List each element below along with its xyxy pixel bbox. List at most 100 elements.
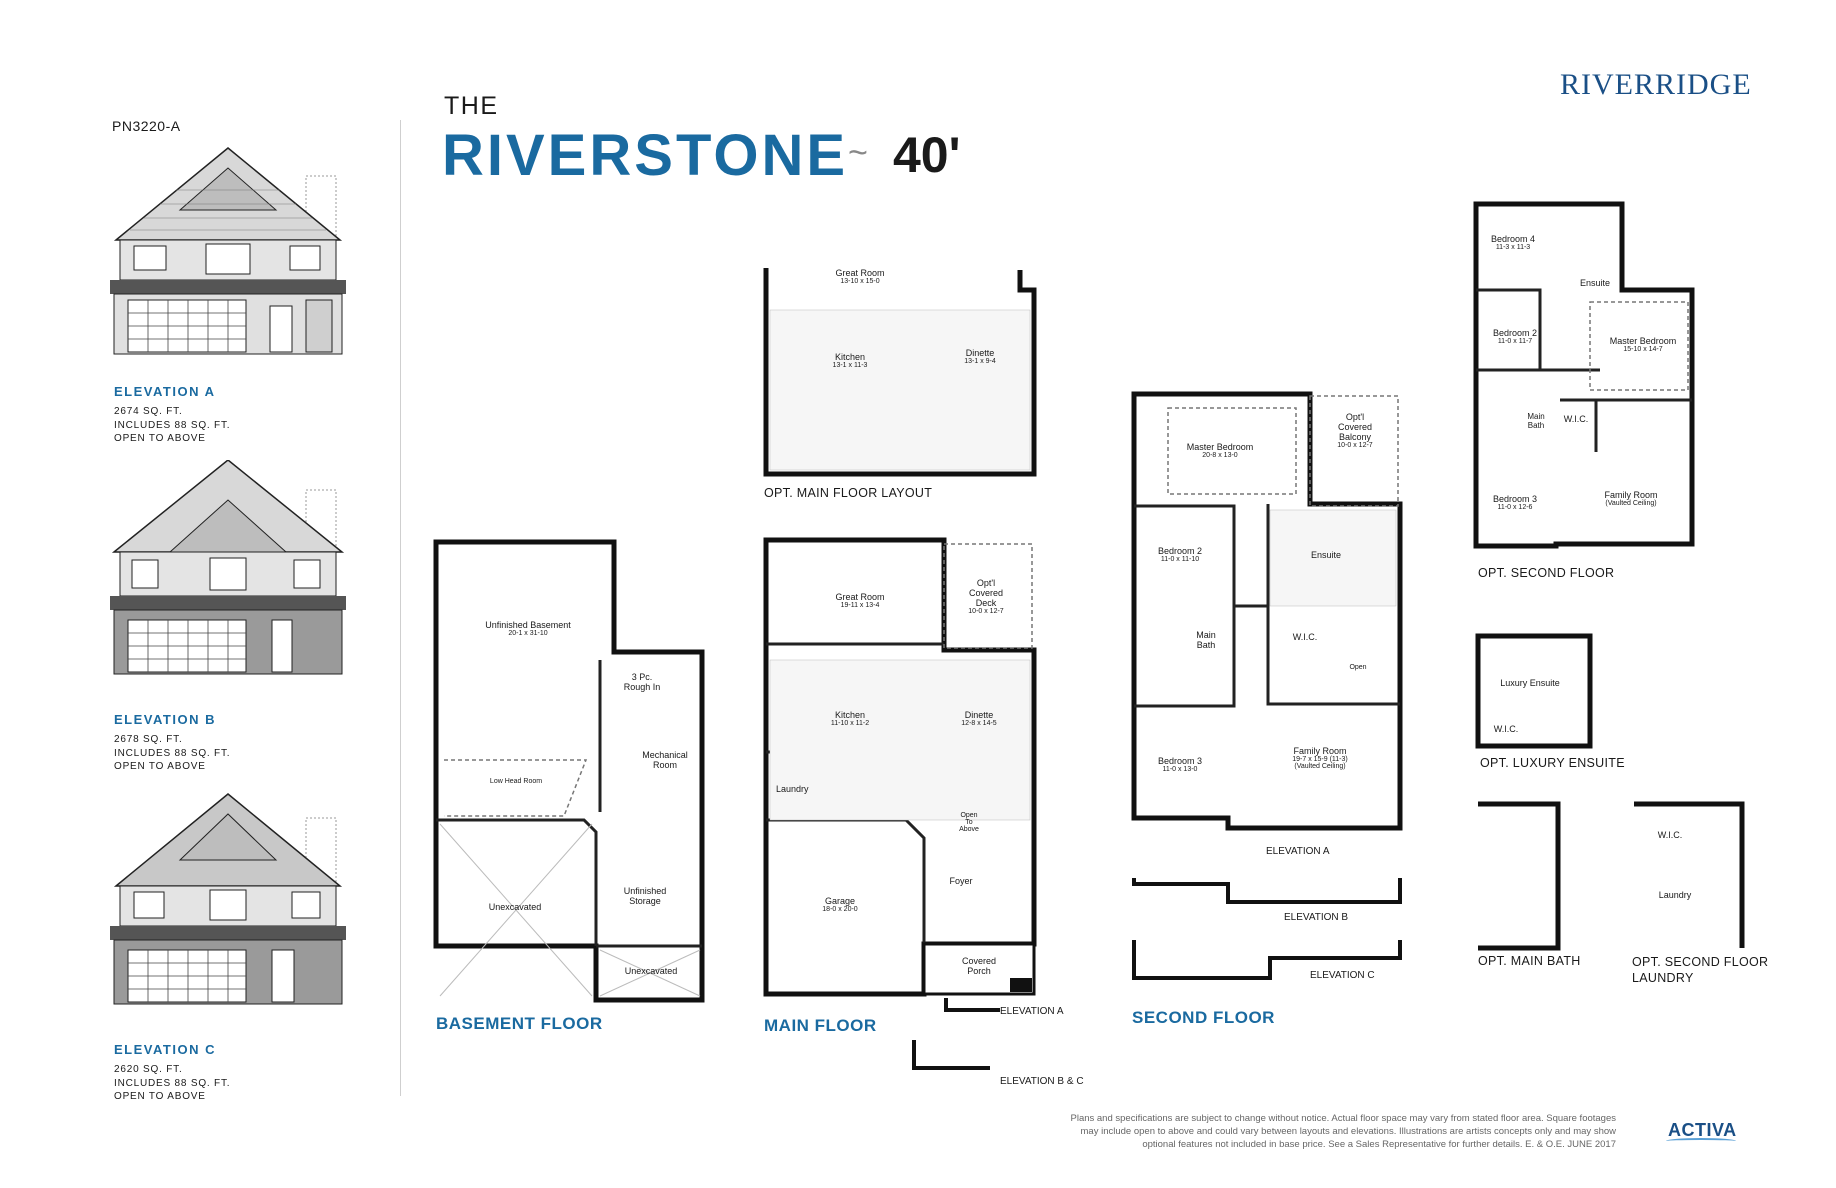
opt-master-bedroom: Master Bedroom 15-10 x 14-7 [1598, 336, 1688, 353]
rough-in-line1: 3 Pc. [631, 672, 653, 682]
main-floor-label: MAIN FLOOR [764, 1016, 877, 1035]
lot-size: 40' [893, 127, 961, 183]
unfinished-basement: Unfinished Basement 20-1 x 31-10 [468, 620, 588, 637]
opt-main-bath-line1: Main [1527, 412, 1545, 421]
bedroom-3-dim: 11-0 x 13-0 [1162, 766, 1198, 773]
opt-balcony-dim: 10-0 x 12-7 [1337, 442, 1373, 449]
opt-bedroom-3: Bedroom 3 11-0 x 12-6 [1480, 494, 1550, 511]
opt-dinette-dim: 13-1 x 9-4 [964, 358, 996, 365]
elevation-b-info: ELEVATION B 2678 SQ. FT. INCLUDES 88 SQ.… [114, 712, 344, 774]
mechanical-room: Mechanical Room [634, 750, 696, 770]
opt-wic: W.I.C. [1563, 414, 1589, 424]
opt-family-room-label: Family Room [1604, 490, 1658, 500]
porch-line2: Porch [967, 966, 991, 976]
luxury-ensuite: Luxury Ensuite [1500, 678, 1560, 688]
elevation-a-includes: INCLUDES 88 SQ. FT. [114, 419, 231, 431]
open-to-above-main: Open To Above [944, 812, 994, 833]
main-elev-bc-label: ELEVATION B & C [1000, 1076, 1084, 1087]
opt-bedroom-2-dim: 11-0 x 11-7 [1497, 338, 1533, 345]
vertical-divider [400, 120, 401, 1096]
unfinished-basement-label: Unfinished Basement [485, 620, 571, 630]
opt-kitchen: Kitchen 13-1 x 11-3 [810, 352, 890, 369]
luxury-wic: W.I.C. [1493, 724, 1519, 734]
opt-balcony-line3: Balcony [1338, 432, 1372, 442]
opt-second-laundry-label: OPT. SECOND FLOOR LAUNDRY [1632, 954, 1768, 986]
main-elev-a-label: ELEVATION A [1000, 1006, 1064, 1017]
laundry: Laundry [776, 784, 809, 794]
second-elev-c-label: ELEVATION C [1310, 970, 1375, 981]
opt-luxury-ensuite-label: OPT. LUXURY ENSUITE [1480, 756, 1625, 770]
bedroom-3: Bedroom 3 11-0 x 13-0 [1140, 756, 1220, 773]
unexcavated-1: Unexcavated [488, 902, 542, 912]
family-room-label: Family Room [1293, 746, 1347, 756]
elevation-c-info: ELEVATION C 2620 SQ. FT. INCLUDES 88 SQ.… [114, 1042, 344, 1104]
opt-family-room-vaulted: (Vaulted Ceiling) [1605, 500, 1657, 507]
elevation-b-includes: INCLUDES 88 SQ. FT. [114, 747, 231, 759]
disclaimer: Plans and specifications are subject to … [900, 1112, 1617, 1151]
low-head-room: Low Head Room [489, 778, 543, 785]
rough-in-line2: Rough In [623, 682, 661, 692]
opt-master-bedroom-dim: 15-10 x 14-7 [1623, 346, 1663, 353]
great-room: Great Room 19-11 x 13-4 [820, 592, 900, 609]
open-to-below: Open [1338, 664, 1378, 671]
elevation-a-drawing [110, 140, 346, 360]
open-line2: To [965, 819, 973, 826]
wic: W.I.C. [1292, 632, 1318, 642]
opt-second-laundry-line2: LAUNDRY [1632, 971, 1694, 985]
storage-line2: Storage [629, 896, 661, 906]
ensuite: Ensuite [1310, 550, 1342, 560]
disclaimer-line3: optional features not included in base p… [1142, 1139, 1616, 1150]
elevation-a-sqft: 2674 SQ. FT. [114, 406, 183, 417]
elevation-c-includes: INCLUDES 88 SQ. FT. [114, 1077, 231, 1089]
storage-line1: Unfinished [623, 886, 667, 896]
second-floor-label: SECOND FLOOR [1132, 1008, 1275, 1027]
mechanical-line2: Room [652, 760, 677, 770]
open-below-line1: Open [1349, 664, 1367, 671]
garage-dim: 18-0 x 20-0 [822, 906, 858, 913]
family-room-vaulted: (Vaulted Ceiling) [1294, 763, 1346, 770]
builder-logo: ACTIVA [1668, 1120, 1737, 1140]
title-tilde: ~ [848, 134, 868, 172]
family-room: Family Room 19-7 x 15-9 (11-3) (Vaulted … [1270, 746, 1370, 770]
open-line1: Open [960, 812, 978, 819]
bedroom-2-label: Bedroom 2 [1157, 546, 1203, 556]
disclaimer-line1: Plans and specifications are subject to … [1070, 1113, 1617, 1124]
master-bedroom-dim: 20-8 x 13-0 [1202, 452, 1238, 459]
main-bath-line1: Main [1196, 630, 1216, 640]
disclaimer-line2: may include open to above and could vary… [1080, 1126, 1616, 1137]
opt-main-bath-label: OPT. MAIN BATH [1478, 954, 1581, 968]
opt-main-bath: Main Bath [1516, 412, 1556, 430]
opt-main-floor-label: OPT. MAIN FLOOR LAYOUT [764, 486, 933, 500]
opt-balcony: Opt'l Covered Balcony 10-0 x 12-7 [1320, 412, 1390, 449]
master-bedroom-label: Master Bedroom [1186, 442, 1254, 452]
opt-second-floor-label: OPT. SECOND FLOOR [1478, 566, 1615, 580]
open-line3: Above [959, 826, 979, 833]
opt-master-bedroom-label: Master Bedroom [1609, 336, 1677, 346]
elevation-b-title: ELEVATION B [114, 712, 216, 727]
opt-great-room: Great Room 13-10 x 15-0 [820, 268, 900, 285]
elevation-a-open: OPEN TO ABOVE [114, 433, 206, 444]
opt-balcony-line1: Opt'l [1345, 412, 1365, 422]
kitchen-label: Kitchen [834, 710, 866, 720]
main-bath-line2: Bath [1196, 640, 1216, 650]
second-elev-b-label: ELEVATION B [1284, 912, 1349, 923]
rough-in: 3 Pc. Rough In [612, 672, 672, 692]
great-room-label: Great Room [835, 592, 885, 602]
brand-name: RIVERRIDGE [1560, 68, 1752, 101]
great-room-dim: 19-11 x 13-4 [840, 602, 880, 609]
bedroom-4-dim: 11-3 x 11-3 [1495, 244, 1531, 251]
elevation-c-open: OPEN TO ABOVE [114, 1091, 206, 1102]
opt-great-room-dim: 13-10 x 15-0 [840, 278, 880, 285]
family-room-dim: 19-7 x 15-9 (11-3) [1292, 756, 1348, 763]
second-elev-a-label: ELEVATION A [1266, 846, 1330, 857]
elevation-b-open: OPEN TO ABOVE [114, 761, 206, 772]
opt-bedroom-3-dim: 11-0 x 12-6 [1497, 504, 1533, 511]
garage-label: Garage [824, 896, 856, 906]
bedroom-4-label: Bedroom 4 [1490, 234, 1536, 244]
unfinished-basement-dim: 20-1 x 31-10 [508, 630, 548, 637]
opt-great-room-label: Great Room [835, 268, 885, 278]
master-bedroom: Master Bedroom 20-8 x 13-0 [1170, 442, 1270, 459]
bedroom-2: Bedroom 2 11-0 x 11-10 [1140, 546, 1220, 563]
brand-logo: RIVERRIDGE [1560, 68, 1752, 102]
